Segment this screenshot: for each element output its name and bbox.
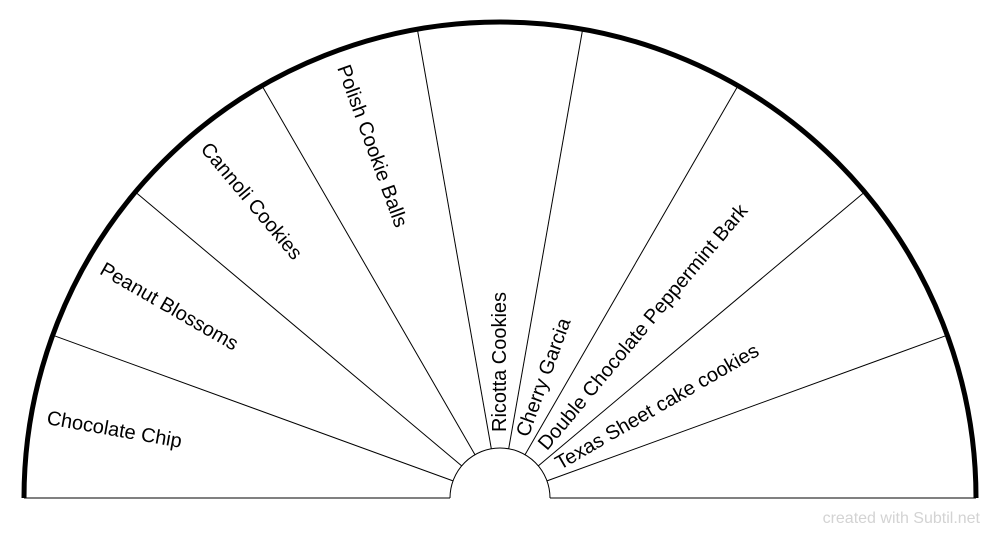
sector-divider [52,334,454,482]
sector-label: Ricotta Cookies [489,292,511,432]
watermark-credit: created with Subtil.net [822,510,980,527]
sector-divider [508,29,584,449]
sector-divider [546,334,948,482]
sector-label: Polish Cookie Balls [332,62,411,230]
sector-label: Cannoli Cookies [196,139,306,265]
sector-dividers [52,29,948,482]
center-hub [449,447,551,499]
sector-divider [416,29,492,449]
sector-divider [135,191,463,467]
sector-divider [537,191,865,467]
sector-label: Peanut Blossoms [96,258,242,355]
sector-divider [524,85,739,455]
sector-label: Chocolate Chip [45,407,183,452]
sector-divider [261,85,476,455]
outer-arc [21,19,979,499]
